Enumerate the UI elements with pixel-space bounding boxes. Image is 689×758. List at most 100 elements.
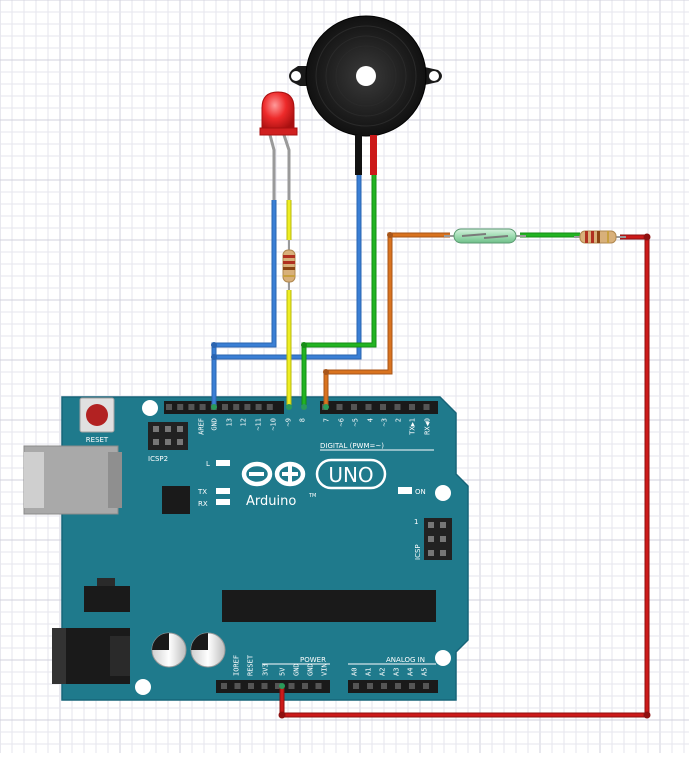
led-rx-label: RX [198, 500, 208, 508]
pin-label: GND [293, 663, 301, 676]
icsp2-label: ICSP2 [148, 455, 168, 463]
header-hole [351, 404, 357, 410]
pin-label: GND [307, 663, 315, 676]
pin-label: AREF [198, 418, 206, 435]
pin-label: 12 [240, 418, 248, 426]
model-label: UNO [328, 463, 373, 487]
pin-label: IOREF [233, 655, 241, 676]
digital-label: DIGITAL (PWM=~) [320, 442, 384, 450]
pin-label: 13 [226, 418, 234, 426]
piezo-buzzer [289, 15, 442, 175]
arduino-logo: UNO Arduino TM [241, 458, 387, 509]
pin-label: A3 [393, 668, 401, 676]
mounting-hole [142, 400, 158, 416]
arduino-uno-board: RESET ICSP2 L TX RX ON [23, 396, 469, 701]
mounting-hole [435, 485, 451, 501]
header-hole [315, 683, 322, 689]
mounting-hole [135, 679, 151, 695]
pin-label: 2 [395, 418, 403, 422]
power-header [216, 680, 330, 693]
capacitor [190, 632, 226, 668]
header-hole [423, 404, 430, 410]
header-hole [380, 404, 386, 410]
pin-label: RESET [247, 654, 255, 676]
header-hole [367, 683, 373, 689]
red-led [259, 91, 298, 200]
usb-chip [162, 486, 190, 514]
pin-label: A1 [365, 668, 373, 676]
reed-switch [444, 228, 526, 244]
pin-label: A0 [351, 668, 359, 676]
power-label: POWER [300, 656, 326, 664]
brand-tm: TM [308, 493, 316, 499]
voltage-regulator [84, 578, 130, 612]
onboard-leds [216, 460, 412, 505]
wires [211, 172, 650, 718]
led-on-label: ON [415, 488, 426, 496]
power-jack [52, 628, 130, 684]
header-hole [233, 404, 240, 410]
header-hole [255, 404, 262, 410]
pin-label: GND [211, 418, 219, 431]
reset-button[interactable] [79, 397, 115, 433]
pin-label: TX▶1 [409, 418, 417, 435]
pin-label: 8 [299, 418, 307, 422]
header-hole [409, 683, 415, 689]
header-hole [261, 683, 268, 689]
led-resistor [282, 240, 296, 290]
header-hole [409, 404, 415, 410]
wire-reed-pin7 [323, 232, 450, 405]
mounting-hole [435, 650, 451, 666]
header-hole [234, 683, 241, 689]
pin-label: ~3 [381, 418, 389, 426]
pin-label: 5V [279, 667, 287, 676]
pin-label: ~11 [255, 418, 263, 431]
atmega-chip [222, 590, 436, 622]
pin-label: RX◀0 [424, 418, 432, 435]
icsp-label: ICSP [414, 544, 422, 560]
header-hole [395, 683, 401, 689]
wire-joints [211, 232, 651, 719]
pin-label: A5 [421, 668, 429, 676]
header-hole [275, 683, 281, 689]
led-l-label: L [206, 460, 210, 468]
header-hole [221, 683, 227, 689]
brand-label: Arduino [246, 494, 296, 509]
pin-label: ~10 [270, 418, 278, 431]
header-hole [177, 404, 184, 410]
reed-resistor [574, 230, 626, 244]
header-hole [365, 404, 372, 410]
header-hole [394, 404, 401, 410]
pin-label: VIN [321, 663, 329, 676]
header-hole [336, 404, 343, 410]
capacitor [151, 632, 187, 668]
analog-label: ANALOG IN [386, 656, 425, 664]
header-hole [266, 404, 273, 410]
pin-label: ~5 [352, 418, 360, 426]
header-hole [302, 683, 308, 689]
pin-label: ~9 [285, 418, 293, 426]
header-hole [222, 404, 228, 410]
wire-led-gnd [211, 200, 277, 405]
header-hole [248, 683, 254, 689]
pin-label: A4 [407, 668, 415, 676]
header-hole [423, 683, 429, 689]
led-tx-label: TX [197, 488, 207, 496]
header-hole [188, 404, 195, 410]
pin-label: 7 [323, 418, 331, 422]
header-hole [166, 404, 172, 410]
usb-connector [23, 445, 122, 515]
pin-label: ~6 [338, 418, 346, 426]
icsp-pin1-label: 1 [414, 518, 418, 526]
reset-label: RESET [86, 436, 109, 444]
pin-label: 3V3 [262, 663, 270, 676]
header-hole [288, 683, 295, 689]
header-hole [244, 404, 251, 410]
header-hole [199, 404, 206, 410]
icsp2-header [148, 422, 188, 450]
header-hole [353, 683, 359, 689]
pin-label: A2 [379, 668, 387, 676]
header-hole [381, 683, 387, 689]
